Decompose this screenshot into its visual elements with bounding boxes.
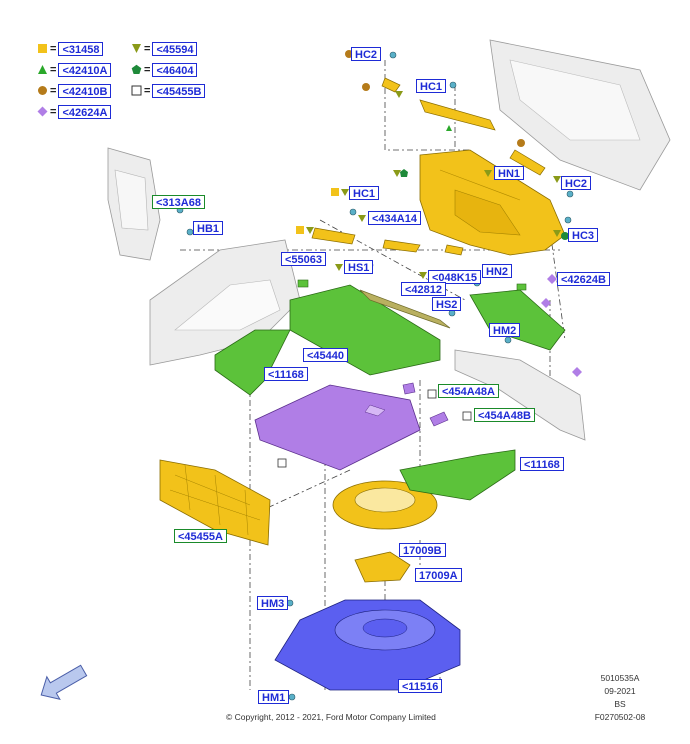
legend-item: =<46404: [131, 62, 198, 77]
callout-313a68[interactable]: <313A68: [152, 195, 205, 209]
callout-hm2[interactable]: HM2: [489, 323, 521, 337]
callout-hn1[interactable]: HN1: [494, 166, 525, 180]
legend-label[interactable]: <42410B: [58, 83, 112, 98]
callout-hc2-right[interactable]: HC2: [561, 176, 592, 190]
callout-hc1-mid[interactable]: HC1: [349, 186, 380, 200]
legend-item: =<42624A: [37, 104, 112, 119]
green-pentagon-icon: [131, 64, 142, 75]
body-side-panel-left: [107, 147, 161, 261]
callout-11168-left[interactable]: <11168: [264, 367, 308, 381]
brown-circle-icon: [37, 85, 48, 96]
legend-equals: =: [50, 42, 57, 55]
callout-hc3[interactable]: HC3: [568, 228, 599, 242]
legend-item: =<42410B: [37, 83, 112, 98]
legend-equals: =: [144, 84, 151, 97]
side-trim-right-lower: [399, 449, 516, 501]
load-floor-panel: [254, 384, 421, 471]
jack-holder: [354, 551, 411, 583]
doc-number: 5010535A: [600, 673, 640, 683]
spare-wheel-foam-insert: [332, 480, 438, 530]
figure-id: F0270502-08: [594, 712, 646, 722]
copyright-text: © Copyright, 2012 - 2021, Ford Motor Com…: [226, 712, 436, 722]
inline-markers: [277, 50, 582, 468]
callout-11516[interactable]: <11516: [398, 679, 443, 693]
legend-equals: =: [50, 84, 57, 97]
legend-label[interactable]: <31458: [58, 41, 104, 56]
tonneau-rod: [359, 289, 451, 329]
callout-42812[interactable]: <42812: [401, 282, 447, 296]
legend-item: =<31458: [37, 41, 104, 56]
olive-triangle-down-icon: [131, 43, 142, 54]
doc-region: BS: [614, 699, 626, 709]
white-square-icon: [131, 85, 142, 96]
callout-434a14[interactable]: <434A14: [368, 211, 421, 225]
scuff-plate-right: [469, 289, 566, 351]
callout-hn2[interactable]: HN2: [482, 264, 513, 278]
vehicle-front-arrow-icon: [40, 664, 88, 701]
spare-wheel-well: [274, 599, 461, 691]
callout-hc1-top[interactable]: HC1: [416, 79, 447, 93]
rear-body-panel-top: [489, 39, 671, 191]
small-green-clips: [297, 279, 527, 291]
callout-42624b[interactable]: <42624B: [557, 272, 610, 286]
callout-55063[interactable]: <55063: [281, 252, 327, 266]
rear-floor-crossmember: [454, 349, 586, 441]
callout-454a48b[interactable]: <454A48B: [474, 408, 535, 422]
legend-equals: =: [50, 105, 57, 118]
callout-hm3[interactable]: HM3: [257, 596, 289, 610]
quarter-trim-panel: [419, 149, 566, 256]
legend-label[interactable]: <46404: [152, 62, 198, 77]
callout-454a48a[interactable]: <454A48A: [438, 384, 499, 398]
callout-45440[interactable]: <45440: [303, 348, 349, 362]
legend-item: =<45455B: [131, 83, 206, 98]
purple-diamond-icon: [37, 106, 48, 117]
legend-label[interactable]: <42624A: [58, 104, 112, 119]
legend-label[interactable]: <42410A: [58, 62, 112, 77]
trim-upper-strips: [311, 77, 546, 256]
legend-label[interactable]: <45455B: [152, 83, 206, 98]
callout-45455a[interactable]: <45455A: [174, 529, 227, 543]
legend-equals: =: [144, 63, 151, 76]
callout-17009a[interactable]: 17009A: [415, 568, 462, 582]
legend-label[interactable]: <45594: [152, 41, 198, 56]
floor-hooks: [402, 382, 449, 427]
callout-hm1[interactable]: HM1: [258, 690, 290, 704]
callout-17009b[interactable]: 17009B: [399, 543, 446, 557]
green-triangle-icon: [37, 64, 48, 75]
legend-item: =<42410A: [37, 62, 112, 77]
yellow-square-icon: [37, 43, 48, 54]
doc-date: 09-2021: [604, 686, 636, 696]
callout-hs1[interactable]: HS1: [344, 260, 374, 274]
legend-equals: =: [144, 42, 151, 55]
callout-hc2-top[interactable]: HC2: [351, 47, 382, 61]
callout-hb1[interactable]: HB1: [193, 221, 224, 235]
callout-048k15[interactable]: <048K15: [428, 270, 481, 284]
legend-item: =<45594: [131, 41, 198, 56]
insulation-block: [159, 459, 271, 546]
legend-equals: =: [50, 63, 57, 76]
callout-hs2[interactable]: HS2: [432, 297, 462, 311]
callout-11168-right[interactable]: <11168: [520, 457, 564, 471]
